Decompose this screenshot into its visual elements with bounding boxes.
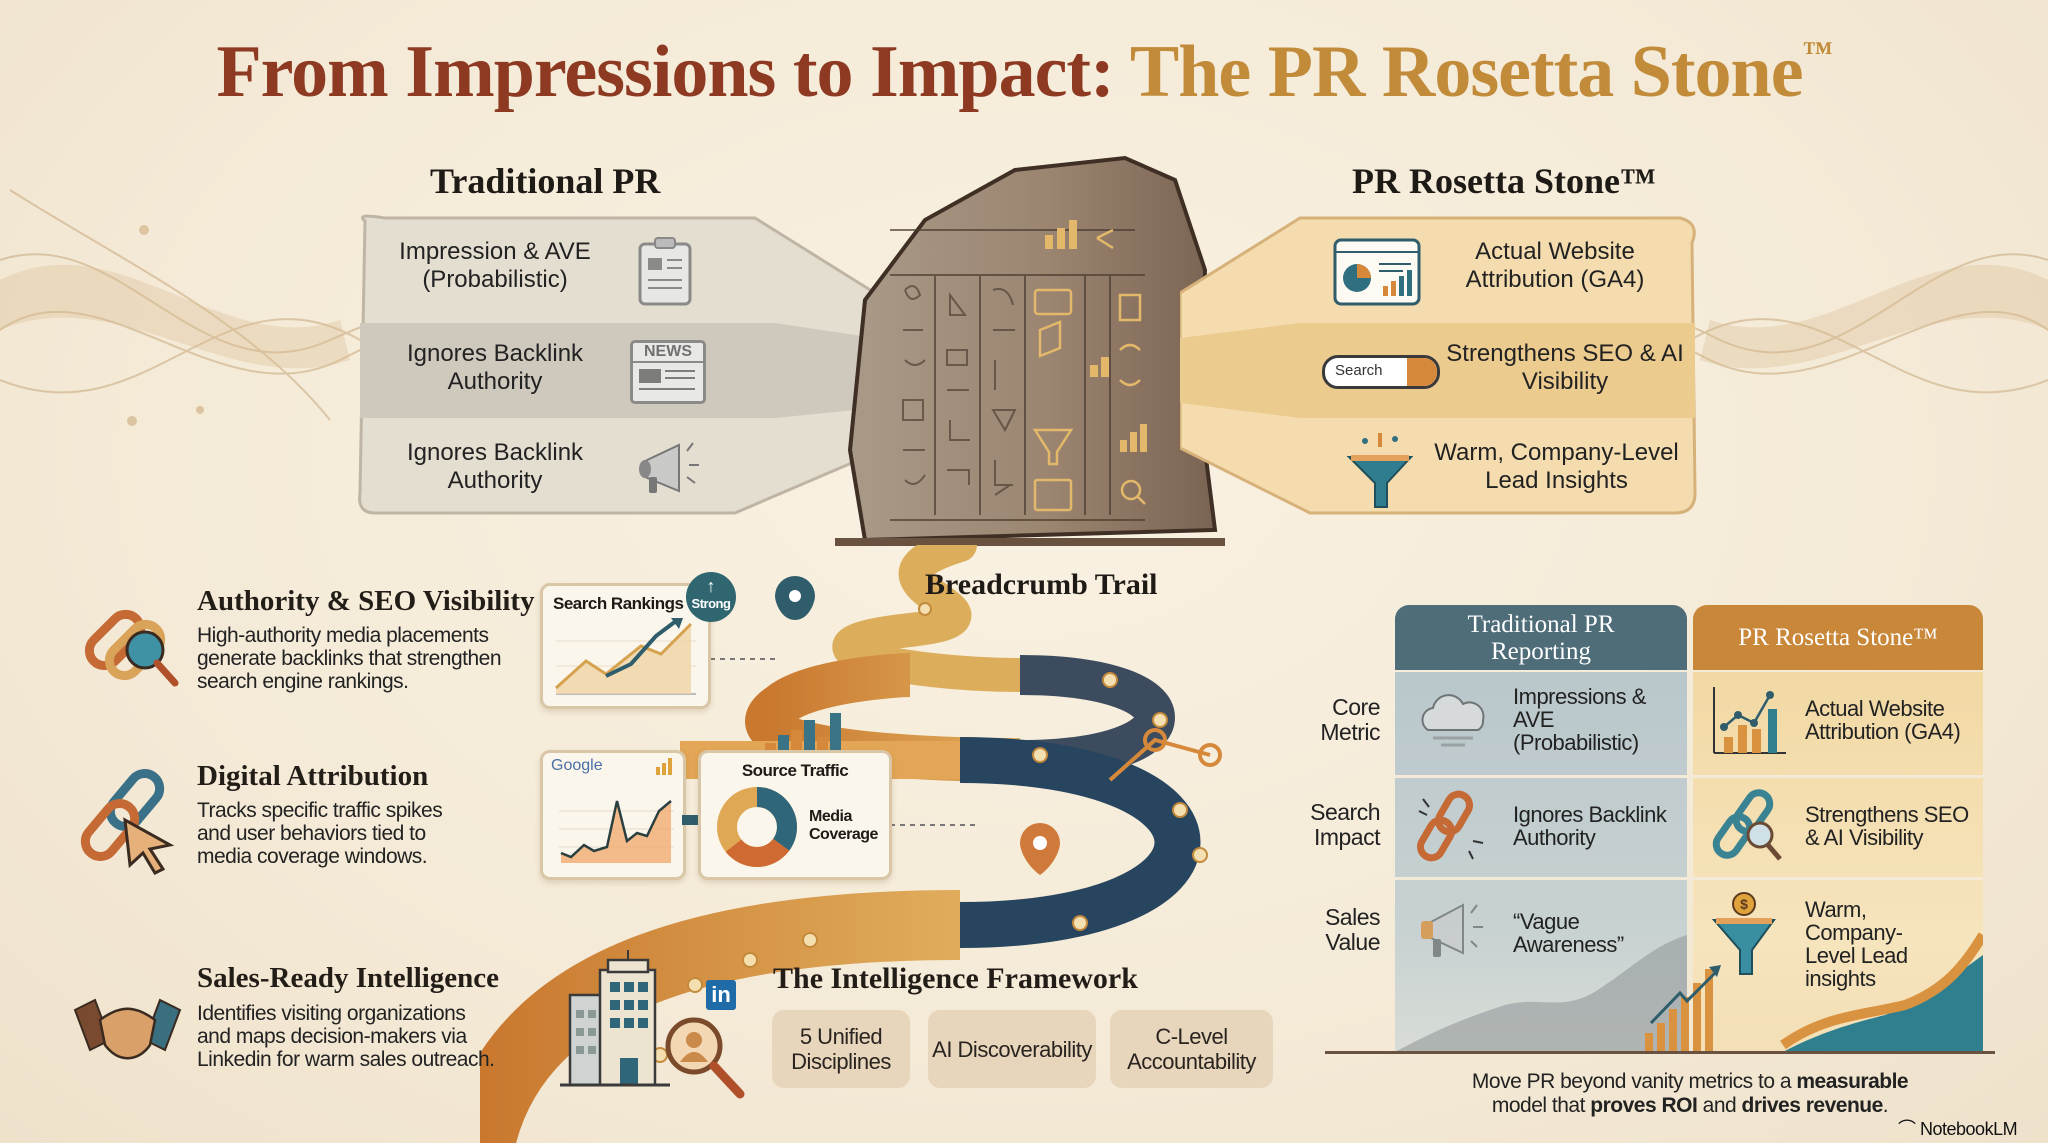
- title-part-2: The PR Rosetta Stone: [1129, 31, 1804, 113]
- rosetta-item-label: Strengthens SEO & AI Visibility: [1446, 340, 1684, 395]
- broken-link-icon: [1417, 790, 1484, 862]
- strong-badge-label: Strong: [691, 596, 731, 611]
- table-cell-rosetta: Warm, Company-Level Lead insights: [1805, 897, 1908, 991]
- megaphone-icon: [1421, 903, 1483, 957]
- chart-baseline: [1325, 1051, 1995, 1054]
- closing-tagline: Move PR beyond vanity metrics to a measu…: [1471, 1070, 1909, 1117]
- search-rankings-title: Search Rankings: [553, 594, 684, 613]
- google-logo: Google: [551, 757, 603, 774]
- source-traffic-donut: [717, 787, 797, 867]
- rosetta-stone-heading: PR Rosetta Stone™: [1352, 161, 1656, 201]
- traditional-item-label: Impression & AVE (Probabilistic): [399, 238, 591, 293]
- table-row-label: Core Metric: [1320, 694, 1380, 745]
- notebooklm-logo-icon: ⌒: [1898, 1119, 1916, 1139]
- dashboard-icon: [1333, 238, 1421, 306]
- search-rankings-chart: [554, 618, 696, 695]
- notebooklm-watermark: ⌒ NotebookLM: [1898, 1119, 2018, 1139]
- source-traffic-title: Source Traffic: [741, 761, 849, 780]
- feature-title: Digital Attribution: [197, 760, 429, 792]
- handshake-icon: [73, 998, 182, 1060]
- table-cell-traditional: Ignores Backlink Authority: [1513, 802, 1667, 850]
- title-part-1: From Impressions to Impact:: [216, 31, 1114, 113]
- clipboard-icon: [638, 237, 692, 306]
- svg-text:$: $: [1740, 896, 1748, 912]
- feature-title: Sales-Ready Intelligence: [197, 962, 500, 994]
- money-funnel-icon: $: [1711, 892, 1776, 975]
- signal-bars-icon: [656, 758, 672, 775]
- traditional-item: Impression & AVE (Probabilistic): [355, 218, 875, 316]
- rosetta-stone-tablet: [835, 155, 1225, 546]
- funnel-icon: [1346, 433, 1414, 508]
- link-search-icon: [1712, 789, 1782, 861]
- rosetta-item-label: Actual Website Attribution (GA4): [1465, 238, 1645, 293]
- framework-pillar: AI Discoverability: [928, 1010, 1096, 1088]
- traditional-pr-panel: Impression & AVE (Probabilistic) Ignores…: [355, 213, 875, 519]
- traditional-beam: [358, 214, 875, 515]
- map-pin-icon: [775, 576, 815, 620]
- linkedin-icon: in: [706, 980, 736, 1010]
- arrow-right-icon: [682, 815, 708, 825]
- comparison-table: Traditional PR Reporting PR Rosetta Ston…: [1310, 605, 1995, 1055]
- person-search-icon: [665, 1017, 745, 1099]
- rosetta-stone-panel: Actual Website Attribution (GA4) Search …: [1180, 213, 1695, 519]
- framework-heading: The Intelligence Framework: [773, 962, 1138, 995]
- search-magnifier-icon: [1407, 358, 1437, 386]
- table-cell-traditional: “Vague Awareness”: [1513, 909, 1624, 957]
- feature-description: High-authority media placements generate…: [197, 624, 502, 693]
- rosetta-item: Warm, Company-Level Lead Insights: [1180, 419, 1695, 517]
- table-cell-rosetta: Strengthens SEO & AI Visibility: [1805, 802, 1969, 850]
- source-traffic-card: Source Traffic Media Coverage: [698, 750, 892, 880]
- sales-growth-area: [1395, 932, 1983, 1052]
- traditional-item: Ignores Backlink Authority: [355, 419, 875, 517]
- framework-pillar: C-Level Accountability: [1110, 1010, 1273, 1088]
- office-building-icon: [560, 950, 670, 1087]
- map-pin-icon: [1020, 823, 1060, 875]
- search-bar-icon: Search: [1322, 355, 1440, 389]
- cloud-icon: [1421, 694, 1485, 747]
- table-cell-rosetta: Actual Website Attribution (GA4): [1805, 696, 1961, 744]
- table-row-label: Sales Value: [1324, 904, 1381, 955]
- google-traffic-card: Google: [540, 750, 686, 880]
- rosetta-item: Search Strengthens SEO & AI Visibility: [1180, 320, 1695, 418]
- page-title: From Impressions to Impact: The PR Roset…: [0, 30, 2048, 115]
- table-header-traditional: Traditional PR Reporting: [1395, 605, 1687, 670]
- trademark-mark: ™: [1802, 36, 1833, 69]
- table-header-rosetta: PR Rosetta Stone™: [1693, 605, 1983, 670]
- feature-description: Identifies visiting organizations and ma…: [197, 1002, 495, 1071]
- search-rankings-card: Search Rankings: [540, 583, 711, 709]
- rosetta-item: Actual Website Attribution (GA4): [1180, 218, 1695, 316]
- media-coverage-label: Media Coverage: [809, 808, 878, 843]
- link-globe-icon: [84, 609, 179, 687]
- rosetta-item-label: Warm, Company-Level Lead Insights: [1434, 439, 1679, 494]
- megaphone-icon: [639, 442, 699, 493]
- table-cell-traditional: Impressions & AVE (Probabilistic): [1513, 684, 1646, 755]
- link-cursor-icon: [80, 769, 175, 875]
- breadcrumb-trail-label: Breadcrumb Trail: [925, 568, 1158, 601]
- feature-title: Authority & SEO Visibility: [197, 585, 535, 617]
- traditional-item: Ignores Backlink Authority NEWS: [355, 320, 875, 418]
- traditional-pr-heading: Traditional PR: [430, 161, 661, 201]
- framework-pillar: 5 Unified Disciplines: [772, 1010, 910, 1088]
- strong-badge: ↑ Strong: [686, 572, 736, 622]
- bar-chart-icon: [1713, 687, 1786, 754]
- search-bar-placeholder: Search: [1335, 362, 1383, 379]
- newspaper-masthead: NEWS: [633, 343, 703, 363]
- traffic-spike-chart: [559, 800, 674, 863]
- newspaper-icon: NEWS: [630, 340, 706, 404]
- traditional-item-label: Ignores Backlink Authority: [406, 340, 584, 395]
- traditional-item-label: Ignores Backlink Authority: [406, 439, 584, 494]
- table-row-label: Search Impact: [1310, 799, 1380, 850]
- breadcrumb-trail-path: [480, 545, 1222, 1143]
- arrow-up-icon: ↑: [706, 576, 716, 596]
- feature-description: Tracks specific traffic spikes and user …: [197, 799, 443, 868]
